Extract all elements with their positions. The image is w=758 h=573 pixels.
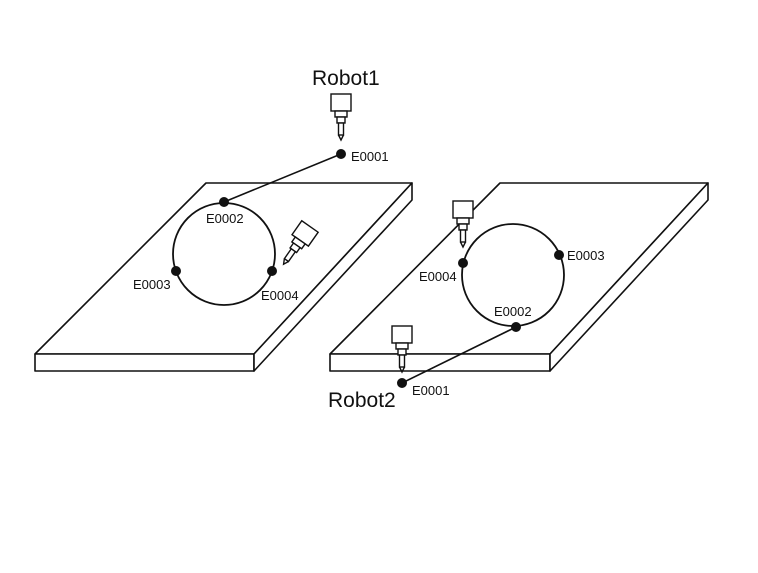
robot2-label-e0003: E0003 [567, 248, 605, 263]
left-plate-front [34, 353, 255, 372]
robot2-point-e0001 [397, 378, 407, 388]
robot2-point-e0003 [554, 250, 564, 260]
robot2-path: E0001 E0002 E0003 E0004 [397, 223, 605, 398]
robot1-tilted-tool-icon [282, 219, 320, 266]
robot1-label-e0002: E0002 [206, 211, 244, 226]
robot2-label: Robot2 [328, 389, 396, 412]
robot2-tool-icon [391, 325, 413, 374]
robot1-point-e0001 [336, 149, 346, 159]
robot1-label-e0001: E0001 [351, 149, 389, 164]
left-plate [34, 182, 413, 372]
right-plate [329, 182, 709, 372]
robot2-label-e0002: E0002 [494, 304, 532, 319]
robot1-label-e0003: E0003 [133, 277, 171, 292]
robot2-approach-line [401, 326, 517, 384]
robot2-label-e0001: E0001 [412, 383, 450, 398]
robot1-point-e0002 [219, 197, 229, 207]
robot1-label: Robot1 [312, 67, 380, 90]
left-plate-side [253, 182, 413, 372]
robot2-point-e0004 [458, 258, 468, 268]
right-plate-front [329, 353, 551, 372]
robot1-path: E0001 E0002 E0003 E0004 [133, 149, 389, 306]
robot1-label-e0004: E0004 [261, 288, 299, 303]
right-plate-side [549, 182, 709, 372]
robot2-plate-tool-icon [452, 200, 474, 249]
robot1-point-e0004 [267, 266, 277, 276]
robot1-approach-line [223, 153, 342, 203]
robot1-point-e0003 [171, 266, 181, 276]
robot2-label-e0004: E0004 [419, 269, 457, 284]
robot1-tool-icon [330, 93, 352, 142]
robot2-point-e0002 [511, 322, 521, 332]
